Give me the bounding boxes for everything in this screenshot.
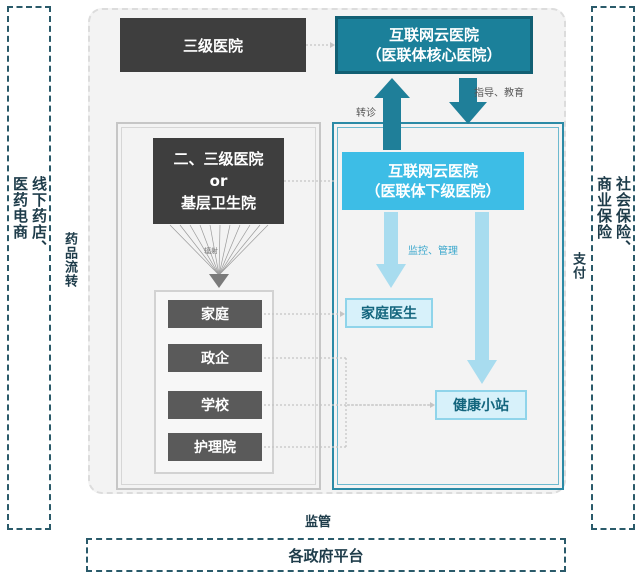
- sub-cloud-hospital-line1: 互联网云医院: [387, 162, 478, 180]
- secondary-hospital-box: 二、三级医院 or 基层卫生院: [153, 138, 284, 224]
- target-school: 学校: [168, 391, 262, 419]
- payment-label: 支付: [570, 252, 585, 280]
- insurance-panel: 社会保险、 商业保险: [591, 6, 635, 530]
- secondary-hospital-frame-inner: [121, 127, 316, 485]
- tertiary-hospital-box: 三级医院: [120, 18, 306, 72]
- health-station-box: 健康小站: [435, 390, 527, 420]
- target-enterprise: 政企: [168, 344, 262, 372]
- supervision-label: 监管: [305, 515, 332, 530]
- tertiary-hospital-label: 三级医院: [182, 36, 243, 55]
- target-enterprise-label: 政企: [201, 351, 229, 367]
- family-doctor-box: 家庭医生: [345, 298, 433, 328]
- drug-flow-label: 药品流转: [62, 232, 77, 288]
- secondary-hospital-line3: 基层卫生院: [180, 194, 256, 212]
- government-platform-label: 各政府平台: [288, 546, 364, 565]
- target-school-label: 学校: [201, 398, 229, 414]
- insurance-label-col2: 商业保险: [595, 176, 613, 240]
- offline-pharmacy-label: 线下药店、 医药电商: [9, 176, 49, 366]
- insurance-label-col1: 社会保险、: [614, 176, 632, 256]
- target-nursing-home-label: 护理院: [194, 440, 236, 456]
- target-family: 家庭: [168, 300, 262, 328]
- referral-label: 转诊: [356, 108, 376, 119]
- target-nursing-home: 护理院: [168, 433, 262, 461]
- monitor-label: 监控、管理: [408, 246, 458, 257]
- core-cloud-hospital-line2: （医联体核心医院）: [366, 46, 502, 64]
- offline-pharmacy-panel: 线下药店、 医药电商: [7, 6, 51, 530]
- guidance-label: 指导、教育: [474, 88, 524, 99]
- sub-cloud-hospital-box: 互联网云医院 （医联体下级医院）: [342, 152, 524, 210]
- core-cloud-hospital-box: 互联网云医院 （医联体核心医院）: [335, 16, 533, 74]
- core-cloud-hospital-line1: 互联网云医院: [388, 26, 479, 44]
- secondary-hospital-line2: or: [209, 172, 228, 190]
- radiate-label: 辐射: [204, 247, 218, 255]
- health-station-label: 健康小站: [453, 398, 509, 414]
- sub-cloud-hospital-line2: （医联体下级医院）: [365, 182, 501, 200]
- offline-pharmacy-label-col1: 线下药店、: [30, 176, 48, 256]
- secondary-hospital-frame: [116, 122, 321, 490]
- government-platform-box: 各政府平台: [86, 538, 566, 572]
- cloud-hospital-frame: [332, 122, 564, 490]
- offline-pharmacy-label-col2: 医药电商: [11, 176, 29, 240]
- target-family-label: 家庭: [201, 307, 229, 323]
- family-doctor-label: 家庭医生: [361, 306, 417, 322]
- secondary-hospital-line1: 二、三级医院: [173, 150, 264, 168]
- insurance-label: 社会保险、 商业保险: [593, 176, 633, 366]
- cloud-hospital-frame-inner: [337, 127, 559, 485]
